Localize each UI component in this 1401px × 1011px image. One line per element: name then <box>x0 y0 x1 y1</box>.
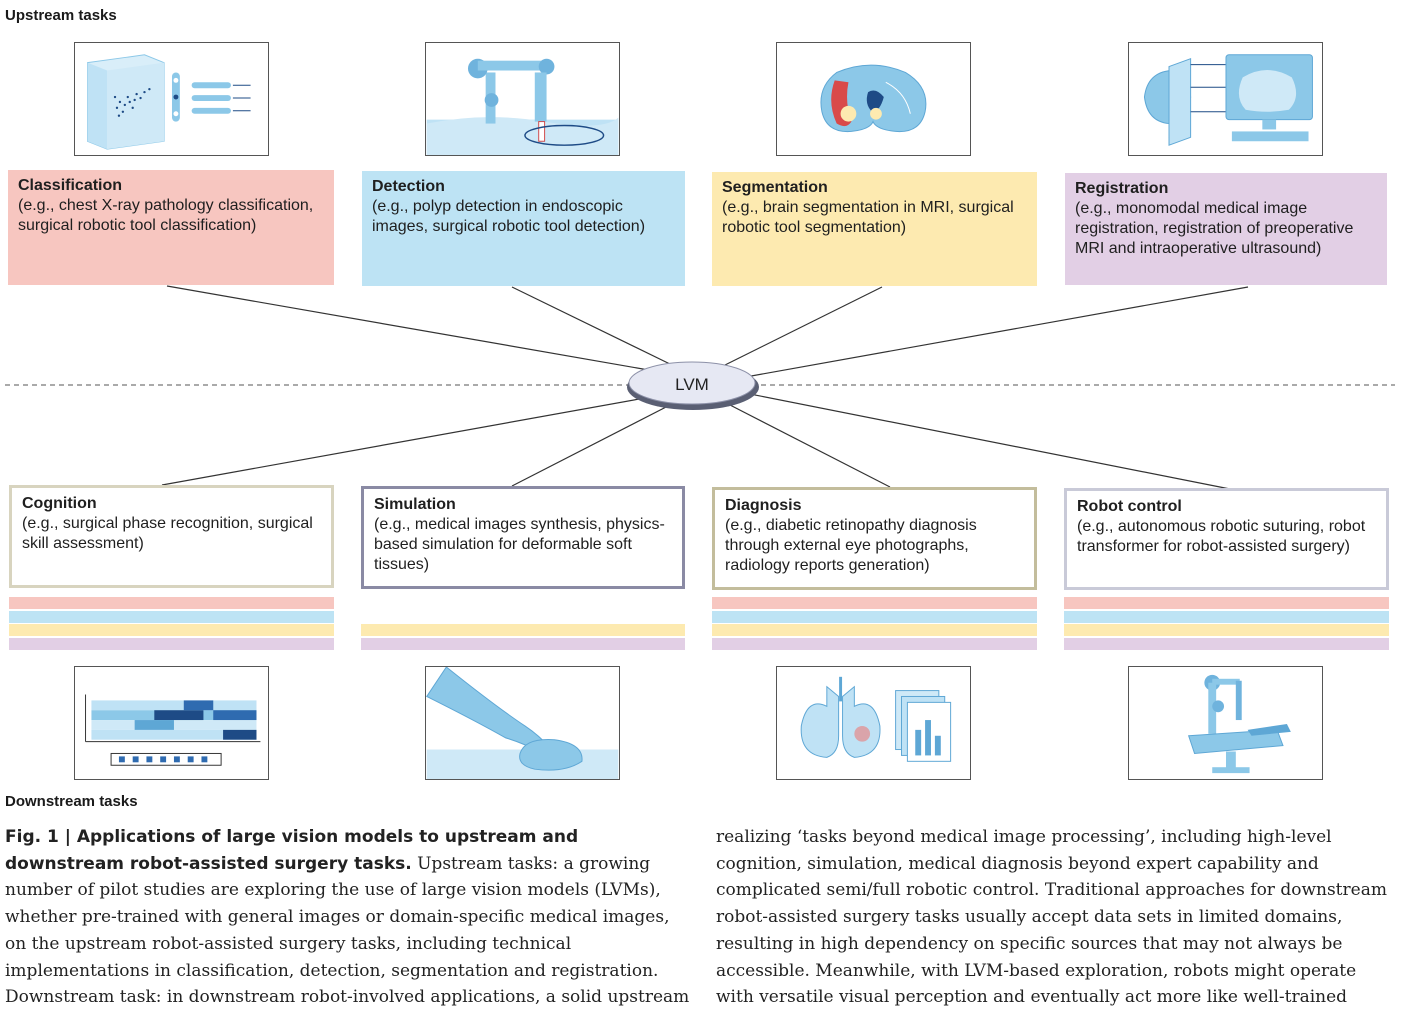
lvm-ellipse <box>628 361 756 405</box>
cognition-description: (e.g., surgical phase recognition, surgi… <box>22 515 313 552</box>
classification-description: (e.g., chest X-ray pathology classificat… <box>18 197 314 234</box>
detection-title: Detection <box>372 178 445 195</box>
lvm-label: LVM <box>675 375 709 394</box>
classification-title: Classification <box>18 177 123 194</box>
diagnosis-stripe-segmentation <box>712 624 1037 636</box>
diagnosis-description: (e.g., diabetic retinopathy diagnosis th… <box>725 517 977 574</box>
robot-control-stripe-detection <box>1064 611 1389 623</box>
connector-segmentation <box>724 286 883 366</box>
robot-control-title: Robot control <box>1077 498 1182 515</box>
registration-box: Registration (e.g., monomodal medical im… <box>1065 173 1387 285</box>
segmentation-image <box>776 42 971 156</box>
simulation-box: Simulation (e.g., medical images synthes… <box>361 486 685 589</box>
robot-control-stripe-registration <box>1064 638 1389 650</box>
brain-to-monitor-registration-icon <box>1143 54 1313 146</box>
registration-title: Registration <box>1075 180 1169 197</box>
connector-detection <box>511 286 673 366</box>
robot-control-description: (e.g., autonomous robotic suturing, robo… <box>1077 518 1366 555</box>
surgical-robot-table-icon <box>1187 674 1291 774</box>
segmentation-box: Segmentation (e.g., brain segmentation i… <box>712 172 1037 286</box>
connector-registration <box>739 286 1249 379</box>
simulation-image <box>425 666 620 780</box>
diagnosis-image <box>776 666 971 780</box>
figure-caption-left-text: Upstream tasks: a growing number of pilo… <box>5 853 690 1008</box>
simulation-title: Simulation <box>374 496 456 513</box>
cognition-stripe-segmentation <box>9 624 334 636</box>
diagnosis-stripe-classification <box>712 597 1037 609</box>
connector-robot-control <box>744 392 1231 490</box>
robot-control-image <box>1128 666 1323 780</box>
figure-caption-left: Fig. 1 | Applications of large vision mo… <box>5 824 695 1011</box>
simulation-stripe-registration <box>361 638 685 650</box>
diagnosis-stripe-detection <box>712 611 1037 623</box>
figure-caption-right-text: realizing ‘tasks beyond medical image pr… <box>716 827 1387 1008</box>
connector-diagnosis <box>729 404 891 488</box>
registration-image <box>1128 42 1323 156</box>
detection-box: Detection (e.g., polyp detection in endo… <box>362 171 685 286</box>
segmentation-title: Segmentation <box>722 179 828 196</box>
simulation-description: (e.g., medical images synthesis, physics… <box>374 516 665 573</box>
detection-description: (e.g., polyp detection in endoscopic ima… <box>372 198 646 235</box>
cognition-stripe-registration <box>9 638 334 650</box>
cognition-image <box>74 666 269 780</box>
upstream-tasks-label: Upstream tasks <box>5 7 117 24</box>
diagnosis-box: Diagnosis (e.g., diabetic retinopathy di… <box>712 487 1037 590</box>
lvm-ellipse-shadow <box>627 364 759 410</box>
simulation-stripe-segmentation <box>361 624 685 636</box>
cognition-stripe-classification <box>9 597 334 609</box>
diagnosis-stripe-registration <box>712 638 1037 650</box>
connector-simulation <box>511 404 671 487</box>
robot-control-stripe-segmentation <box>1064 624 1389 636</box>
robot-control-stripe-classification <box>1064 597 1389 609</box>
diagnosis-title: Diagnosis <box>725 497 802 514</box>
figure-caption-title: Fig. 1 | Applications of large vision mo… <box>5 827 579 874</box>
brain-slice-segmentation-icon <box>820 64 927 133</box>
robotic-arm-tool-icon <box>426 58 619 155</box>
lungs-and-scan-stack-icon <box>800 676 952 762</box>
scatter-3d-neural-network-icon <box>87 54 251 150</box>
segmentation-description: (e.g., brain segmentation in MRI, surgic… <box>722 199 1014 236</box>
connector-classification <box>166 285 661 373</box>
cognition-title: Cognition <box>22 495 97 512</box>
figure-caption-right: realizing ‘tasks beyond medical image pr… <box>716 824 1398 1011</box>
cognition-box: Cognition (e.g., surgical phase recognit… <box>9 485 334 588</box>
phase-timeline-heatmap-icon <box>85 694 261 766</box>
classification-box: Classification (e.g., chest X-ray pathol… <box>8 170 334 285</box>
registration-description: (e.g., monomodal medical image registrat… <box>1075 200 1354 257</box>
robot-control-box: Robot control (e.g., autonomous robotic … <box>1064 488 1389 590</box>
downstream-tasks-label: Downstream tasks <box>5 793 138 810</box>
classification-image <box>74 42 269 156</box>
finger-pressing-soft-tissue-icon <box>426 667 619 779</box>
connector-cognition <box>161 395 657 486</box>
detection-image <box>425 42 620 156</box>
cognition-stripe-detection <box>9 611 334 623</box>
